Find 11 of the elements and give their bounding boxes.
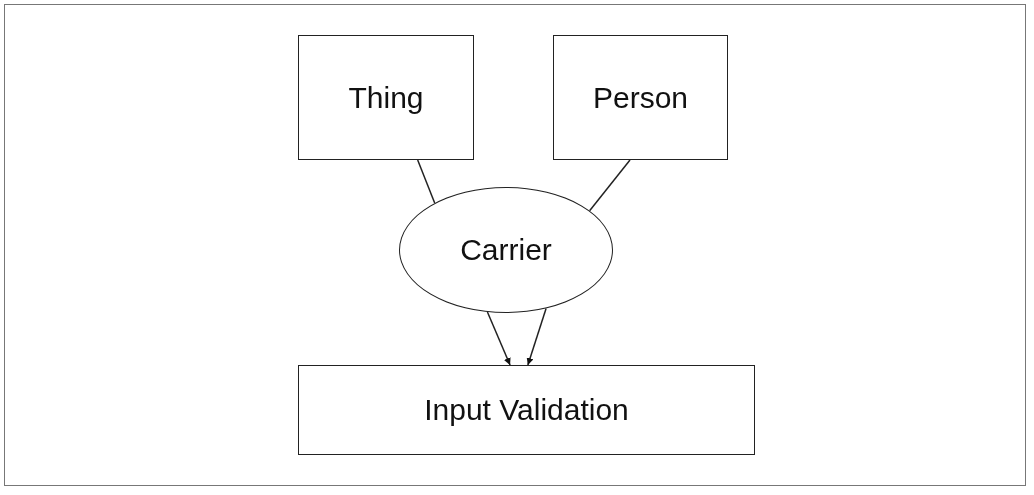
process-box [298,365,755,455]
node-label: Person [592,80,689,115]
node-label: Input Validation [424,393,629,427]
arrow [486,311,511,366]
process-box [553,35,728,160]
connector-line [588,159,631,212]
node-label: Carrier [460,233,552,267]
process-box [298,35,474,160]
arrow [526,307,547,366]
connector-line [416,159,436,204]
node-label: Thing [348,80,424,115]
